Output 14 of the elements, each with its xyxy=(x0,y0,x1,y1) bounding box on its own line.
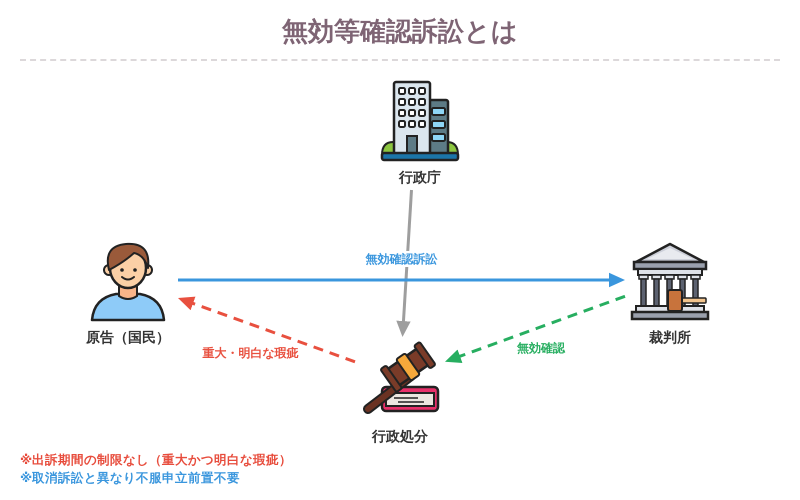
arrow xyxy=(178,272,625,288)
edge-label: 重大・明白な瑕疵 xyxy=(200,344,300,361)
note: ※取消訴訟と異なり不服申立前置不要 xyxy=(20,469,240,486)
arrow xyxy=(396,190,413,338)
arrow xyxy=(444,294,626,364)
node-label: 裁判所 xyxy=(649,329,691,348)
edge-label: 無効確認訴訟 xyxy=(364,251,440,267)
node-label: 行政庁 xyxy=(399,169,441,188)
edge-label: 無効確認 xyxy=(515,340,567,356)
node-label: 行政処分 xyxy=(372,428,428,447)
note: ※出訴期間の制限なし（重大かつ明白な瑕疵） xyxy=(20,451,292,468)
node-label: 原告（国民） xyxy=(86,329,170,348)
arrow xyxy=(178,296,356,364)
title: 無効等確認訴訟とは xyxy=(282,16,518,49)
